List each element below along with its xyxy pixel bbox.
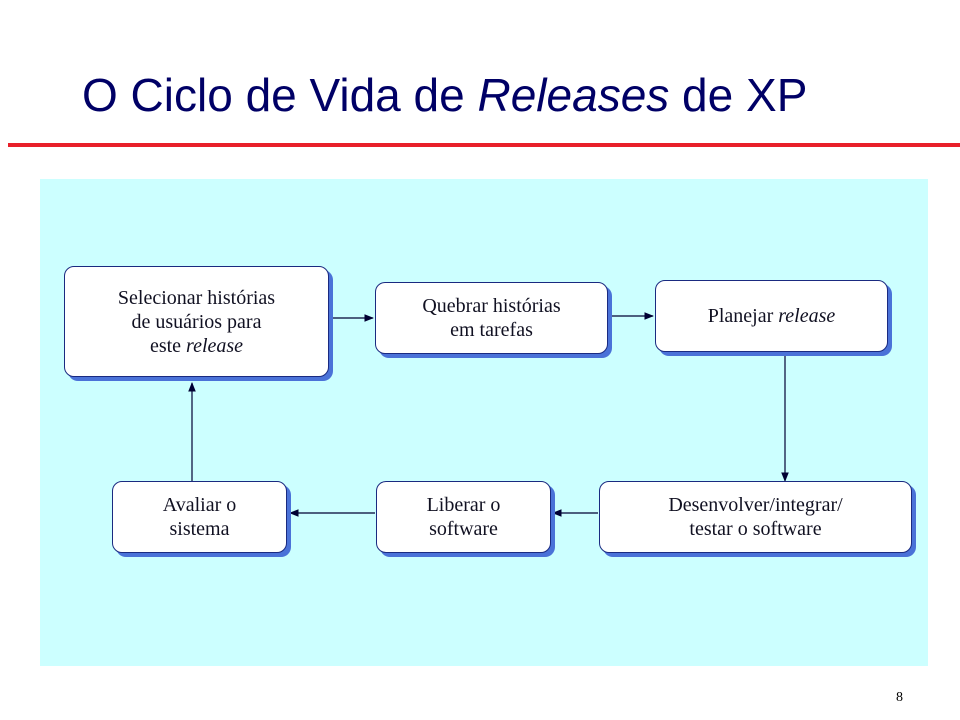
- title-italic-text: Releases: [477, 69, 670, 121]
- develop-line-1: Desenvolver/integrar/: [668, 494, 843, 516]
- release-line-2: software: [429, 518, 498, 540]
- title-text: O Ciclo de Vida de: [82, 69, 478, 121]
- select-line-3-text: este: [149, 334, 187, 357]
- page-title: O Ciclo de Vida de Releases de XP: [82, 72, 807, 118]
- develop-line-2: testar o software: [689, 518, 822, 540]
- plan-italic: release: [778, 305, 836, 327]
- select-line-3: este release: [118, 334, 275, 358]
- select-line-1: Selecionar histórias: [117, 286, 276, 309]
- step-break-stories: Quebrar histórias em tarefas: [375, 282, 608, 354]
- page-number: 8: [896, 690, 903, 705]
- step-plan-release: Planejar release: [655, 280, 888, 352]
- select-line-3-italic: release: [186, 334, 244, 357]
- step-select-stories: Selecionar histórias de usuários para es…: [64, 266, 329, 377]
- plan-line: Planejar release: [708, 304, 836, 328]
- title-suffix-text: de XP: [669, 69, 808, 121]
- step-evaluate-system: Avaliar o sistema: [112, 481, 287, 553]
- release-line-1: Liberar o: [426, 494, 501, 516]
- break-line-2: em tarefas: [450, 319, 533, 341]
- plan-text: Planejar: [707, 305, 779, 327]
- select-line-2: de usuários para: [131, 310, 262, 333]
- step-release-software: Liberar o software: [376, 481, 551, 553]
- evaluate-line-1: Avaliar o: [162, 494, 237, 516]
- evaluate-line-2: sistema: [169, 518, 230, 540]
- diagram-background: [40, 179, 928, 666]
- break-line-1: Quebrar histórias: [422, 295, 561, 317]
- title-underline: [8, 143, 960, 147]
- step-develop-integrate-test: Desenvolver/integrar/ testar o software: [599, 481, 912, 553]
